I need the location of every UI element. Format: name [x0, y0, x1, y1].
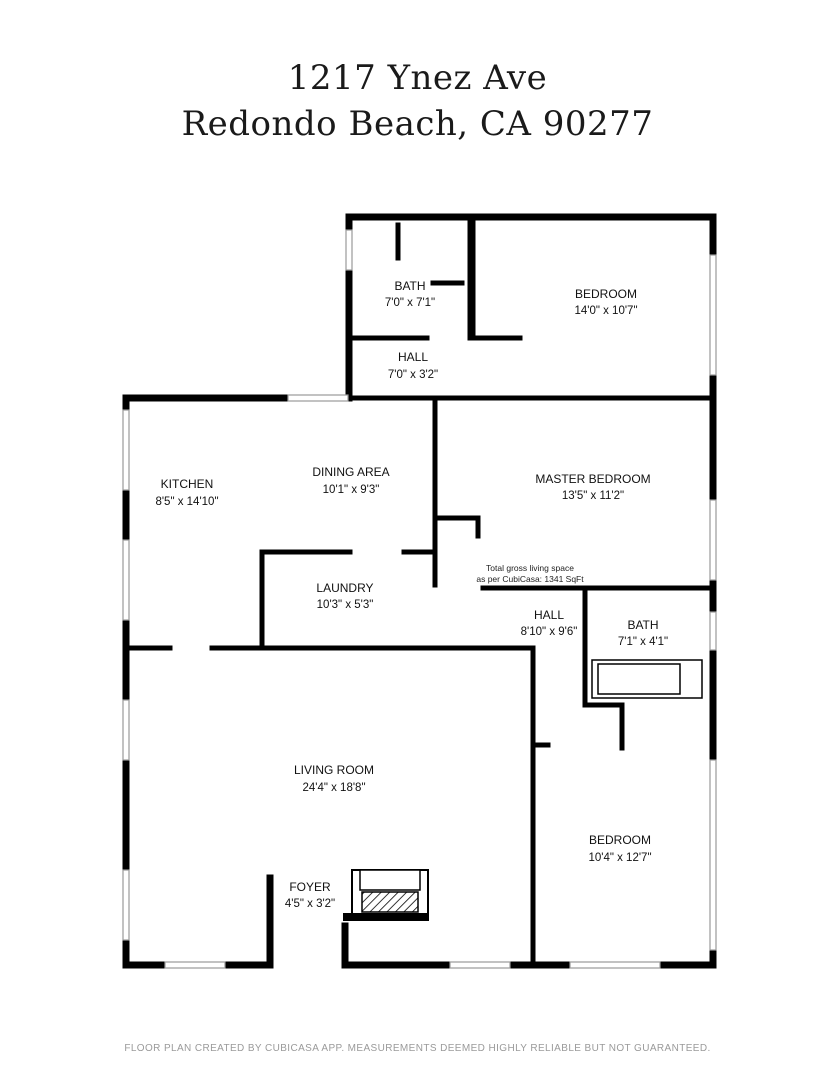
room-label: LIVING ROOM	[294, 763, 374, 777]
gross-area-line1: Total gross living space	[486, 563, 574, 573]
room-living-room: LIVING ROOM 24'4" x 18'8"	[294, 763, 374, 794]
room-master-bedroom: MASTER BEDROOM 13'5" x 11'2"	[535, 472, 650, 502]
room-hall-upper: HALL 7'0" x 3'2"	[388, 350, 438, 381]
gross-area-line2: as per CubiCasa: 1341 SqFt	[476, 574, 584, 584]
address-header: 1217 Ynez Ave Redondo Beach, CA 90277	[0, 55, 835, 147]
room-dimensions: 14'0" x 10'7"	[574, 305, 637, 317]
footer-disclaimer: FLOOR PLAN CREATED BY CUBICASA APP. MEAS…	[124, 1043, 711, 1054]
room-dimensions: 7'1" x 4'1"	[618, 636, 668, 648]
room-dimensions: 10'3" x 5'3"	[317, 599, 374, 611]
room-bath-lower: BATH 7'1" x 4'1"	[618, 618, 668, 648]
room-dimensions: 10'4" x 12'7"	[588, 852, 651, 864]
room-dining-area: DINING AREA 10'1" x 9'3"	[312, 465, 389, 496]
room-bedroom-upper: BEDROOM 14'0" x 10'7"	[574, 287, 637, 317]
room-dimensions: 7'0" x 7'1"	[385, 297, 435, 309]
room-label: LAUNDRY	[316, 581, 373, 595]
room-label: BATH	[394, 279, 425, 293]
room-label: DINING AREA	[312, 465, 389, 479]
address-street: 1217 Ynez Ave	[287, 58, 548, 98]
room-bedroom-lower: BEDROOM 10'4" x 12'7"	[588, 833, 651, 864]
address-city: Redondo Beach, CA 90277	[181, 104, 654, 144]
room-dimensions: 13'5" x 11'2"	[562, 490, 624, 502]
room-label: HALL	[398, 350, 428, 364]
interior-walls	[123, 216, 716, 968]
room-dimensions: 8'10" x 9'6"	[521, 626, 578, 638]
gross-area-note: Total gross living space as per CubiCasa…	[476, 563, 584, 584]
room-foyer: FOYER 4'5" x 3'2"	[285, 880, 335, 910]
room-label: BATH	[627, 618, 658, 632]
room-kitchen: KITCHEN 8'5" x 14'10"	[155, 477, 218, 508]
room-label: KITCHEN	[161, 477, 214, 491]
room-dimensions: 4'5" x 3'2"	[285, 898, 335, 910]
room-dimensions: 24'4" x 18'8"	[302, 782, 365, 794]
room-dimensions: 8'5" x 14'10"	[155, 496, 218, 508]
room-label: FOYER	[289, 880, 331, 894]
windows	[122, 229, 717, 969]
room-hall-lower: HALL 8'10" x 9'6"	[521, 608, 578, 638]
room-label: BEDROOM	[575, 287, 637, 301]
room-laundry: LAUNDRY 10'3" x 5'3"	[316, 581, 373, 611]
room-bath-upper: BATH 7'0" x 7'1"	[385, 279, 435, 309]
room-dimensions: 10'1" x 9'3"	[323, 484, 380, 496]
room-dimensions: 7'0" x 3'2"	[388, 369, 438, 381]
fireplace	[343, 869, 429, 921]
room-label: BEDROOM	[589, 833, 651, 847]
room-label: HALL	[534, 608, 564, 622]
room-label: MASTER BEDROOM	[535, 472, 650, 486]
tub	[591, 659, 703, 699]
